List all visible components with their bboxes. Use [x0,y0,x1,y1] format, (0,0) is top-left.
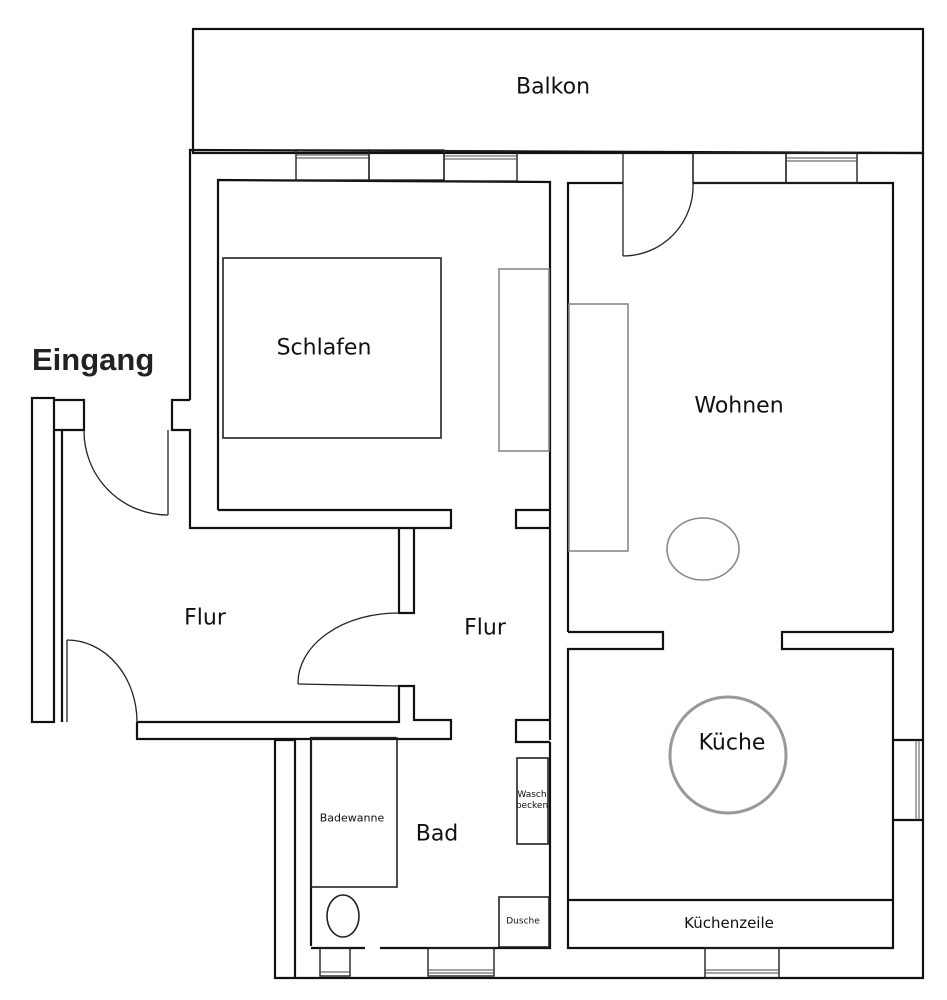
bed [222,257,442,439]
bathroom-door[interactable] [297,612,400,687]
washbasin [516,757,549,845]
waschbecken-line-1: Wasch [517,790,547,800]
room-label-flur-right: Flur [464,615,506,641]
balcony-door[interactable] [622,153,694,257]
bathroom-walls [309,736,552,977]
balcony-outline [191,27,925,155]
hallway-door-left[interactable] [66,639,138,723]
room-label-flur-left: Flur [184,605,226,631]
coffee-table [666,517,740,581]
hallway-walls [60,528,550,978]
entrance-label: Eingang [32,342,155,377]
top-windows [295,149,858,184]
fixture-label-dusche: Dusche [506,916,540,927]
fixture-label-badewanne: Badewanne [319,811,385,825]
room-label-kueche: Küche [698,730,766,756]
wardrobe [498,268,550,452]
entrance [30,396,86,724]
room-label-balkon: Balkon [515,74,591,100]
dining-table [668,695,788,815]
living-kitchen-walls [566,630,923,979]
fixture-label-waschbecken: Wasch becken [516,790,548,812]
room-label-schlafen: Schlafen [276,335,372,361]
sofa [568,303,629,552]
room-label-wohnen: Wohnen [694,393,784,419]
shower [498,896,550,948]
room-label-kuechenzeile: Küchenzeile [684,914,774,932]
toilet [326,894,360,938]
bedroom-bottom-wall [170,398,550,530]
entrance-door[interactable] [83,429,169,516]
room-label-bad: Bad [415,821,459,847]
waschbecken-line-2: becken [515,801,549,811]
outer-walls [188,148,925,980]
bathtub [310,737,398,888]
